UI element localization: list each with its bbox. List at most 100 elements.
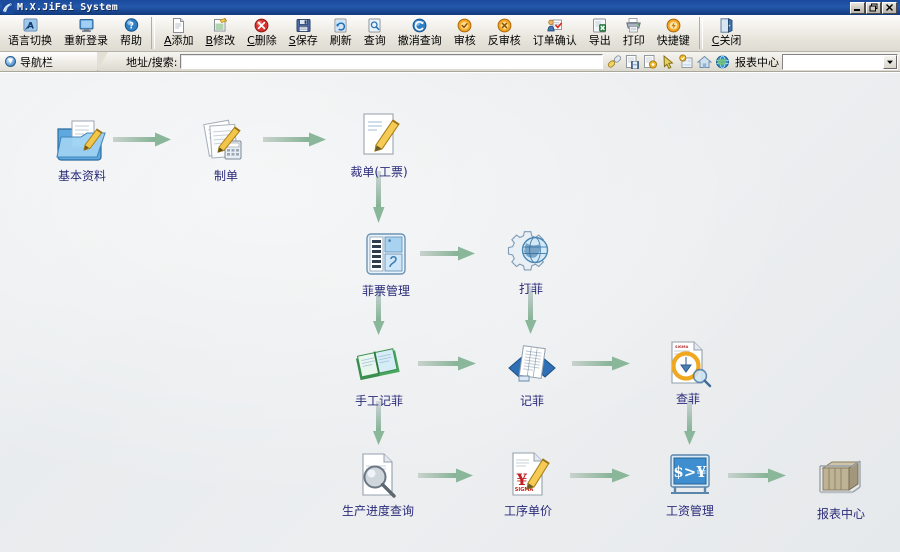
settings-page-icon[interactable] — [642, 54, 659, 70]
save-page-icon[interactable] — [624, 54, 641, 70]
flow-node-print-ticket[interactable]: 打菲 — [477, 228, 585, 296]
flow-node-basic-data[interactable]: 基本资料 — [28, 115, 136, 183]
toolbar-label: 订单确认 — [532, 34, 577, 47]
close-button[interactable] — [882, 1, 897, 14]
address-label: 地址/搜索: — [126, 55, 178, 69]
toolbar-button-query[interactable]: 查询 — [358, 15, 392, 51]
documents-pencil-icon — [200, 115, 252, 167]
query-icon — [366, 17, 383, 34]
app-icon — [2, 1, 14, 14]
currency-screen-icon: $>¥ — [664, 450, 716, 502]
globe-icon[interactable] — [714, 54, 731, 70]
toolbar-label: B修改 — [206, 34, 236, 47]
toolbar-button-export[interactable]: 导出 — [583, 15, 617, 51]
flow-node-report-center[interactable]: 报表中心 — [787, 453, 895, 521]
address-input[interactable] — [180, 54, 603, 69]
toolbar-button-unaudit[interactable]: 反审核 — [482, 15, 527, 51]
main-toolbar: A 语言切换 重新登录 ? — [0, 15, 900, 52]
pointer-icon[interactable] — [660, 54, 677, 70]
title-bar: M.X.JiFei System — [0, 0, 900, 15]
audit-icon — [456, 17, 473, 34]
toolbar-button-language-switch[interactable]: A 语言切换 — [2, 15, 58, 51]
ticket-panel-icon — [360, 230, 412, 282]
folder-pencil-icon — [56, 115, 108, 167]
yen-doc-icon: ¥ SIGMA — [502, 450, 554, 502]
unaudit-icon — [496, 17, 513, 34]
label-text: 关闭 — [719, 34, 742, 47]
toolbar-button-close[interactable]: C关闭 — [706, 15, 748, 51]
help-icon: ? — [123, 17, 140, 34]
toolbar-button-add[interactable]: A添加 — [158, 15, 200, 51]
navigation-bar: ▼ 导航栏 地址/搜索: — [0, 52, 900, 72]
restore-button[interactable] — [866, 1, 881, 14]
toolbar-button-delete[interactable]: C删除 — [241, 15, 283, 51]
save-icon — [295, 17, 312, 34]
flow-node-label: 工序单价 — [503, 504, 552, 518]
page-pencil-icon — [353, 111, 405, 163]
refresh-icon — [332, 17, 349, 34]
add-icon — [170, 17, 187, 34]
delete-icon — [253, 17, 270, 34]
flow-node-query-ticket[interactable]: SIGMA 查菲 — [634, 338, 742, 406]
toolbar-label: A添加 — [164, 34, 194, 47]
report-center-combo[interactable] — [782, 53, 898, 70]
toolbar-button-audit[interactable]: 审核 — [448, 15, 482, 51]
toolbar-button-cancel-query[interactable]: 撤消查询 — [392, 15, 448, 51]
toolbar-label: C删除 — [247, 34, 277, 47]
toolbar-label: 重新登录 — [64, 34, 108, 47]
toolbar-button-order-confirm[interactable]: 订单确认 — [527, 15, 583, 51]
label-text: 保存 — [295, 34, 318, 47]
minimize-button[interactable] — [850, 1, 865, 14]
toolbar-button-shortcut[interactable]: 快捷键 — [651, 15, 696, 51]
toolbar-label: 打印 — [622, 34, 645, 47]
chevron-down-icon[interactable] — [883, 54, 897, 69]
window-controls — [850, 1, 899, 14]
toolbar-button-refresh[interactable]: 刷新 — [324, 15, 358, 51]
svg-text:$>¥: $>¥ — [673, 463, 706, 481]
svg-text:SIGMA: SIGMA — [515, 487, 534, 493]
download-doc-icon: SIGMA — [662, 338, 714, 390]
svg-text:¥: ¥ — [516, 470, 527, 489]
window-title: M.X.JiFei System — [17, 2, 119, 13]
language-icon: A — [22, 17, 39, 34]
home-icon[interactable] — [696, 54, 713, 70]
flow-node-label: 制单 — [213, 169, 238, 183]
svg-text:SIGMA: SIGMA — [675, 345, 688, 349]
flow-node-record-ticket[interactable]: 记菲 — [478, 340, 586, 408]
flow-node-label: 记菲 — [519, 394, 544, 408]
flow-node-process-price[interactable]: ¥ SIGMA 工序单价 — [474, 450, 582, 518]
flow-node-ticket-management[interactable]: 菲票管理 — [332, 230, 440, 298]
label-text: 添加 — [171, 34, 194, 47]
flow-node-manual-record[interactable]: 手工记菲 — [325, 340, 433, 408]
toolbar-label: S保存 — [289, 34, 318, 47]
toolbar-label: 刷新 — [329, 34, 352, 47]
mnemonic: C — [247, 34, 255, 47]
flow-node-label: 工资管理 — [665, 504, 714, 518]
flow-node-label: 报表中心 — [816, 507, 865, 521]
flow-node-label: 裁单(工票) — [350, 165, 408, 179]
toolbar-label: 撤消查询 — [397, 34, 442, 47]
flow-node-salary-management[interactable]: $>¥ 工资管理 — [636, 450, 744, 518]
toolbar-button-edit[interactable]: B修改 — [200, 15, 242, 51]
toolbar-label: 查询 — [363, 34, 386, 47]
toolbar-button-help[interactable]: ? 帮助 — [114, 15, 148, 51]
label-text: 删除 — [254, 34, 277, 47]
toolbar-button-print[interactable]: 打印 — [617, 15, 651, 51]
screenshot-icon[interactable] — [678, 54, 695, 70]
open-book-icon — [353, 340, 405, 392]
flow-node-label: 生产进度查询 — [341, 504, 414, 518]
nav-tab-navigation[interactable]: ▼ 导航栏 — [0, 52, 108, 71]
chevron-down-icon: ▼ — [5, 56, 16, 67]
flow-node-cut-order[interactable]: 裁单(工票) — [325, 111, 433, 179]
flow-node-label: 菲票管理 — [361, 284, 410, 298]
flow-node-production-progress[interactable]: 生产进度查询 — [324, 450, 432, 518]
label-text: 修改 — [213, 34, 236, 47]
nav-tab-label: 导航栏 — [20, 55, 53, 69]
flow-node-label: 手工记菲 — [354, 394, 403, 408]
flow-node-create-order[interactable]: 制单 — [172, 115, 280, 183]
toolbar-button-relogin[interactable]: 重新登录 — [58, 15, 114, 51]
toolbar-button-save[interactable]: S保存 — [283, 15, 324, 51]
toolbar-separator — [151, 17, 155, 49]
link-icon[interactable] — [606, 54, 623, 70]
